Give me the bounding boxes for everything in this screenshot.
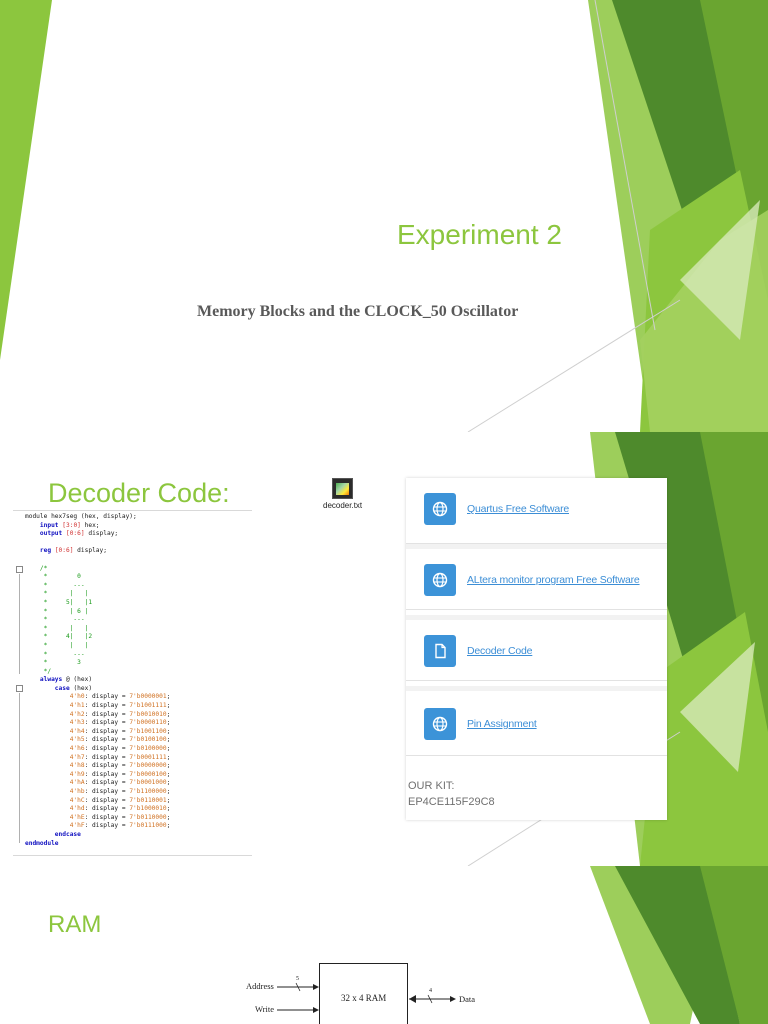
data-label: Data	[459, 994, 476, 1004]
code-line: * 4| |2	[25, 633, 93, 641]
code-line: * 5| |1	[25, 598, 93, 606]
code-line: 4'h8: display = 7'b0000000;	[25, 762, 171, 770]
code-line: * | |	[25, 624, 89, 632]
code-line: reg [0:6] display;	[25, 547, 107, 555]
right-stripe-b	[615, 866, 740, 1024]
link-row-pin[interactable]: Pin Assignment	[406, 686, 667, 756]
fold-line	[19, 574, 20, 674]
link-pin-assignment[interactable]: Pin Assignment	[467, 718, 537, 730]
code-line: 4'h0: display = 7'b0000001;	[25, 693, 171, 701]
code-line: always @ (hex)	[25, 676, 93, 684]
title-slide: Experiment 2 Memory Blocks and the CLOCK…	[0, 0, 768, 432]
data-width: 4	[429, 988, 432, 994]
code-line: /*	[25, 564, 48, 572]
code-line: 4'hA: display = 7'b0001000;	[25, 779, 171, 787]
code-line: 4'h4: display = 7'b1001100;	[25, 727, 171, 735]
address-label: Address	[246, 981, 274, 991]
write-label: Write	[255, 1004, 275, 1014]
attachment-filename[interactable]: decoder.txt	[323, 501, 363, 510]
code-line: 4'h3: display = 7'b0000110;	[25, 719, 171, 727]
code-listing: module hex7seg (hex, display); input [3:…	[13, 510, 252, 856]
link-row-quartus[interactable]: Quartus Free Software	[406, 478, 667, 544]
link-decoder-code[interactable]: Decoder Code	[467, 645, 533, 657]
code-line	[25, 539, 170, 548]
fold-toggle-icon[interactable]	[16, 566, 23, 573]
link-row-decoder[interactable]: Decoder Code	[406, 615, 667, 681]
fold-toggle-icon[interactable]	[16, 685, 23, 692]
globe-icon	[424, 564, 456, 596]
link-quartus[interactable]: Quartus Free Software	[467, 503, 570, 515]
slide-title: Experiment 2	[397, 219, 562, 250]
ram-block	[319, 963, 408, 1024]
link-altera-monitor[interactable]: ALtera monitor program Free Software	[467, 574, 640, 586]
code-line: 4'hb: display = 7'b1100000;	[25, 788, 171, 795]
code-line: 4'hE: display = 7'b0110000;	[25, 813, 171, 821]
address-bus-slash	[295, 982, 301, 992]
deco-line-1	[594, 0, 656, 331]
text-file-icon[interactable]	[332, 478, 353, 499]
code-line: * ---	[25, 581, 85, 589]
code-line: 4'hd: display = 7'b1000010;	[25, 805, 171, 813]
ram-slide: RAM 32 x 4 RAM Address 5 Write 4 Data	[0, 866, 768, 1024]
left-green-stripe	[0, 0, 52, 360]
code-line: * ---	[25, 616, 85, 624]
code-line: * 3	[25, 659, 81, 667]
right-stripe-e	[680, 642, 755, 772]
deco-line-2	[467, 299, 681, 432]
fold-line	[19, 693, 20, 843]
code-line: input [3:0] hex;	[25, 521, 100, 529]
slide3-decoration	[590, 866, 768, 1024]
data-arrow-left	[409, 995, 416, 1003]
links-panel: Quartus Free Software ALtera monitor pro…	[406, 478, 667, 820]
kit-model: EP4CE115F29C8	[408, 796, 495, 808]
code-line: 4'hF: display = 7'b0111000;	[25, 822, 171, 830]
slide-subtitle: Memory Blocks and the CLOCK_50 Oscillato…	[197, 303, 519, 320]
code-line: 4'h9: display = 7'b0000100;	[25, 770, 171, 778]
code-line: */	[25, 667, 52, 675]
code-line: 4'h6: display = 7'b0100000;	[25, 745, 171, 753]
document-icon	[424, 635, 456, 667]
link-row-altera[interactable]: ALtera monitor program Free Software	[406, 544, 667, 610]
code-line: * | |	[25, 590, 89, 598]
slide1-decoration	[0, 0, 768, 432]
code-line: 4'h5: display = 7'b0100100;	[25, 736, 171, 744]
right-stripe-c	[700, 866, 768, 1024]
slide-title: Decoder Code:	[48, 478, 230, 508]
code-lines: module hex7seg (hex, display); input [3:…	[25, 513, 170, 848]
code-gutter	[13, 511, 25, 855]
kit-label: OUR KIT:	[408, 780, 455, 792]
data-bus-slash	[427, 994, 433, 1004]
right-stripe-f	[680, 200, 760, 340]
address-width: 5	[296, 976, 299, 982]
code-line	[25, 556, 170, 565]
code-line: * ---	[25, 650, 85, 658]
code-line: endcase	[25, 830, 81, 838]
decoder-code-slide: Decoder Code: module hex7seg (hex, displ…	[0, 432, 768, 866]
code-line: 4'h2: display = 7'b0010010;	[25, 710, 171, 718]
code-line: case (hex)	[25, 684, 93, 692]
code-line: endmodule	[25, 839, 59, 847]
code-line: * | 6 |	[25, 607, 89, 615]
slide-title: RAM	[48, 911, 102, 938]
code-line: * 0	[25, 573, 81, 581]
globe-icon	[424, 708, 456, 740]
globe-icon	[424, 493, 456, 525]
code-line: output [0:6] display;	[25, 530, 119, 538]
code-line: module hex7seg (hex, display);	[25, 513, 137, 520]
ram-diagram	[277, 982, 456, 1013]
code-line: * | |	[25, 641, 89, 649]
ram-block-label: 32 x 4 RAM	[341, 993, 387, 1003]
code-line: 4'h1: display = 7'b1001111;	[25, 702, 171, 710]
code-line: 4'hC: display = 7'b0110001;	[25, 796, 171, 804]
code-line: 4'h7: display = 7'b0001111;	[25, 753, 171, 761]
